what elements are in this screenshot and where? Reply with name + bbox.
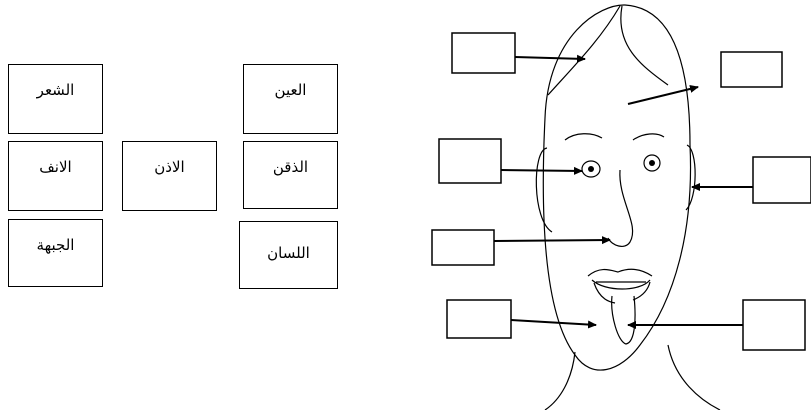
tongue-answer-box[interactable] bbox=[742, 299, 806, 351]
right-pupil bbox=[649, 160, 655, 166]
face-drawing bbox=[535, 4, 721, 410]
tongue bbox=[611, 295, 636, 345]
eye-answer-box[interactable] bbox=[438, 138, 502, 184]
mouth-open bbox=[591, 279, 651, 290]
chin-arrow bbox=[510, 319, 597, 329]
word-card-chin[interactable]: الذقن bbox=[243, 141, 338, 209]
nose-answer-box[interactable] bbox=[431, 229, 495, 266]
hair-line bbox=[620, 5, 669, 86]
right-eye bbox=[643, 154, 661, 172]
left-eyebrow bbox=[564, 133, 603, 141]
chin-answer-box[interactable] bbox=[446, 299, 512, 339]
eye-arrow bbox=[500, 166, 583, 175]
nose bbox=[607, 169, 634, 247]
word-card-nose[interactable]: الانف bbox=[8, 141, 103, 211]
nose-arrow bbox=[493, 236, 611, 245]
right-ear bbox=[685, 144, 696, 211]
lower-lip bbox=[593, 281, 651, 304]
word-card-tongue[interactable]: اللسان bbox=[239, 221, 338, 289]
left-ear bbox=[535, 147, 553, 233]
neck bbox=[544, 344, 721, 410]
word-card-eye[interactable]: العين bbox=[243, 64, 338, 134]
word-card-forehead[interactable]: الجبهة bbox=[8, 219, 103, 287]
hair-line bbox=[547, 5, 621, 96]
ear-answer-box[interactable] bbox=[752, 156, 811, 204]
word-card-ear[interactable]: الاذن bbox=[122, 141, 217, 211]
upper-lip bbox=[587, 268, 653, 277]
forehead-arrow bbox=[514, 54, 586, 63]
forehead-answer-box[interactable] bbox=[451, 32, 516, 74]
word-card-hair[interactable]: الشعر bbox=[8, 64, 103, 134]
head-outline bbox=[542, 4, 692, 371]
right-eyebrow bbox=[632, 133, 665, 141]
hair-arrow bbox=[627, 85, 699, 105]
left-pupil bbox=[588, 166, 594, 172]
hair-answer-box[interactable] bbox=[720, 51, 783, 88]
